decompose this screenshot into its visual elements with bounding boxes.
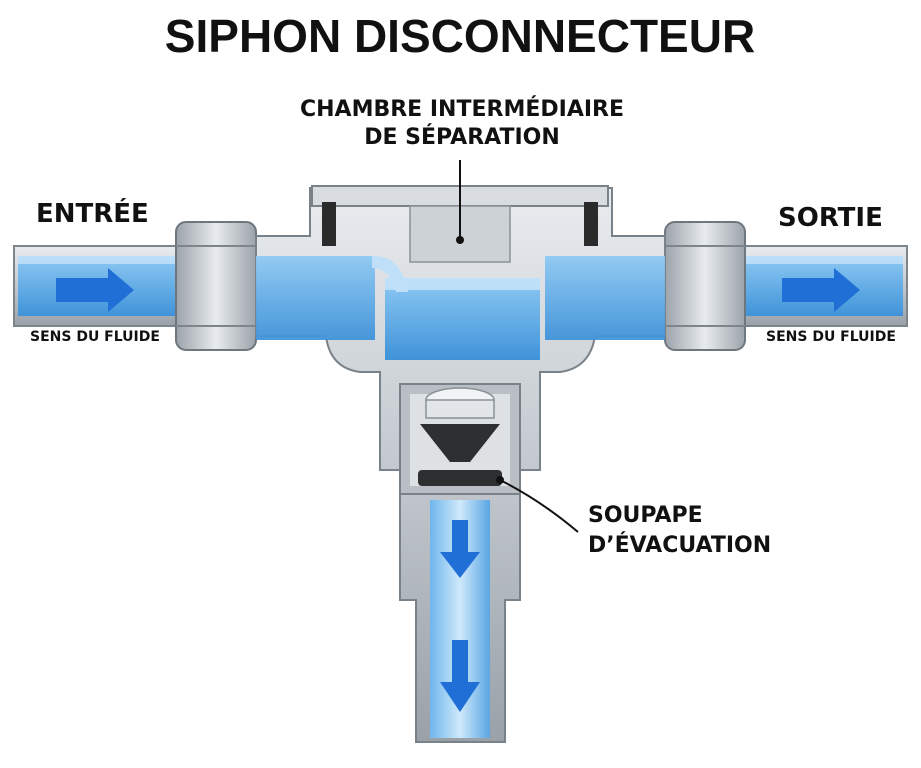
entree-label: ENTRÉE: [36, 197, 149, 229]
inlet-pipe: [13, 245, 195, 327]
page-title: SIPHON DISCONNECTEUR: [165, 10, 755, 62]
right-gasket: [584, 202, 598, 246]
overflow-stream: [372, 255, 408, 292]
left-union-nut: [175, 221, 257, 351]
discharge-valve: [418, 387, 502, 486]
arrow-down-icon: [440, 520, 480, 578]
chamber-label-line2: DE SÉPARATION: [364, 124, 560, 150]
valve-label-line2: D’ÉVACUATION: [588, 532, 771, 558]
flow-direction-left: SENS DU FLUIDE: [30, 329, 160, 345]
valve-label-line1: SOUPAPE: [588, 503, 703, 528]
valve-callout-line: [499, 479, 579, 533]
body-water: [256, 255, 665, 360]
right-union-nut: [664, 221, 746, 351]
left-gasket: [322, 202, 336, 246]
sortie-label: SORTIE: [778, 203, 883, 233]
arrow-right-icon: [56, 268, 134, 312]
arrow-down-icon: [440, 640, 480, 712]
arrow-right-icon: [782, 268, 860, 312]
chamber-label-line1: CHAMBRE INTERMÉDIAIRE: [300, 96, 624, 122]
flow-direction-right: SENS DU FLUIDE: [766, 329, 896, 345]
